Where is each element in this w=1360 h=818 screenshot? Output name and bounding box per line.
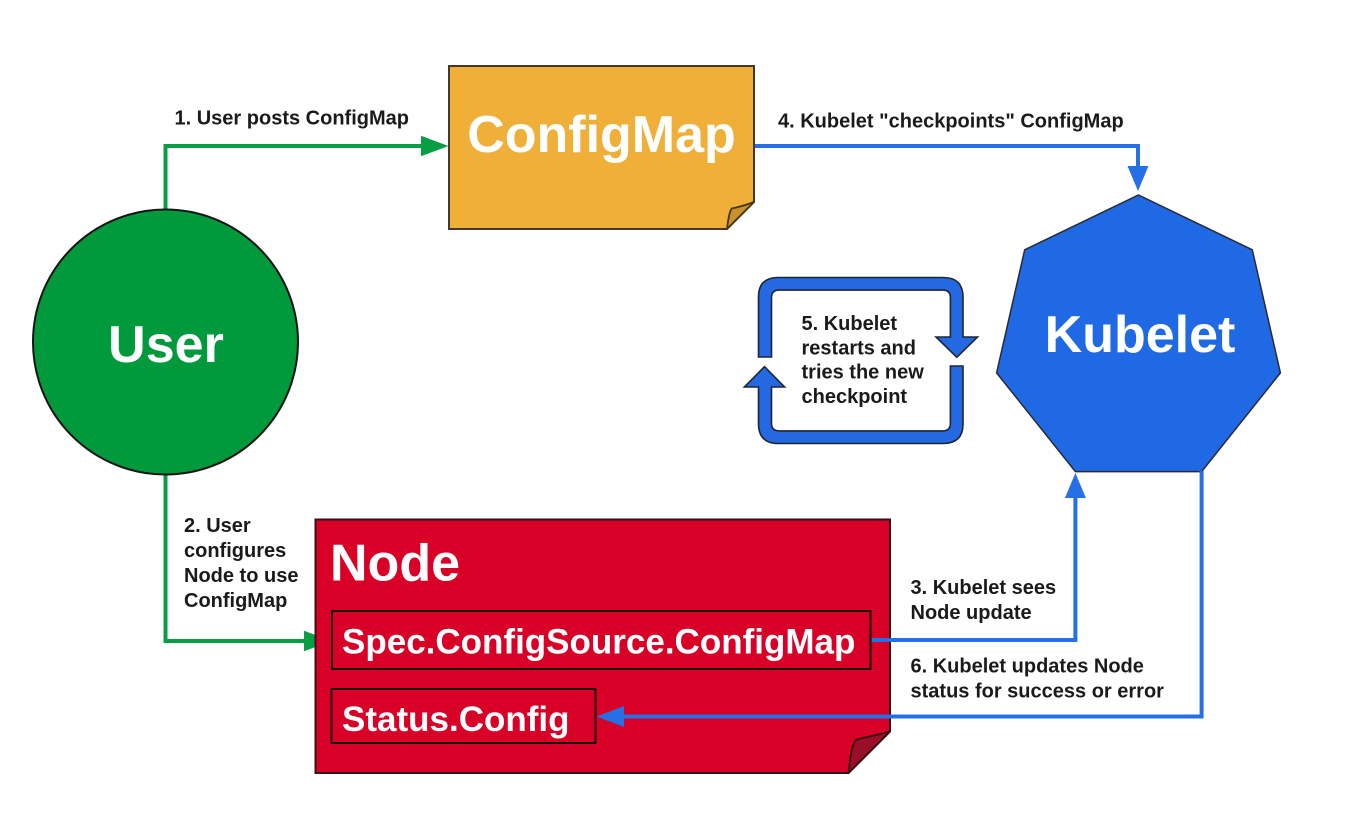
svg-text:6. Kubelet updates Node: 6. Kubelet updates Node <box>911 656 1144 678</box>
svg-text:restarts and: restarts and <box>802 337 917 359</box>
svg-text:4. Kubelet "checkpoints" Confi: 4. Kubelet "checkpoints" ConfigMap <box>778 111 1124 133</box>
svg-text:ConfigMap: ConfigMap <box>184 590 287 612</box>
svg-text:ConfigMap: ConfigMap <box>467 106 736 164</box>
svg-text:User: User <box>108 316 224 374</box>
svg-text:3. Kubelet sees: 3. Kubelet sees <box>911 577 1057 599</box>
svg-text:Node: Node <box>330 535 460 593</box>
svg-text:Spec.ConfigSource.ConfigMap: Spec.ConfigSource.ConfigMap <box>342 623 855 662</box>
svg-text:tries the new: tries the new <box>802 362 925 384</box>
svg-text:2. User: 2. User <box>184 515 251 537</box>
svg-text:status for success or error: status for success or error <box>911 681 1165 703</box>
svg-text:1. User posts ConfigMap: 1. User posts ConfigMap <box>175 108 409 130</box>
svg-text:5. Kubelet: 5. Kubelet <box>802 313 898 335</box>
svg-text:Status.Config: Status.Config <box>342 700 569 739</box>
svg-text:Node to use: Node to use <box>184 565 298 587</box>
svg-text:Kubelet: Kubelet <box>1045 306 1236 364</box>
svg-text:configures: configures <box>184 540 286 562</box>
svg-text:Node update: Node update <box>911 602 1032 624</box>
svg-text:checkpoint: checkpoint <box>802 386 908 408</box>
